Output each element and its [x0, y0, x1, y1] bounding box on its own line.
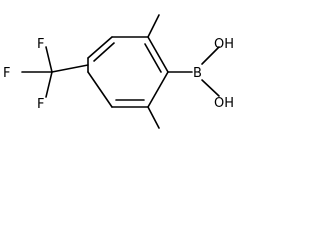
- fluorine-top-label: F: [37, 37, 44, 52]
- hydroxyl-top-label: OH: [214, 37, 234, 52]
- boron-bottom-oh-bond: [201, 79, 220, 97]
- cf3-top-f-bond: [45, 46, 53, 73]
- cf3-bottom-f-bond: [45, 71, 53, 98]
- ring-to-cf3-bond: [51, 64, 89, 73]
- boron-label: B: [193, 66, 202, 81]
- methyl-bottom-bond: [147, 106, 160, 129]
- ring-double-bond-top-left: [93, 42, 115, 62]
- ring-bond-top-left: [87, 36, 113, 59]
- boron-top-oh-bond: [201, 46, 220, 65]
- methyl-top-bond: [147, 14, 160, 38]
- hydroxyl-bottom-label: OH: [214, 96, 234, 111]
- ring-bond-bottom-right: [147, 71, 169, 108]
- fluorine-bottom-label: F: [37, 97, 44, 112]
- molecule-structure: F F F B OH OH: [3, 14, 234, 129]
- ring-bond-bottom-left: [87, 71, 113, 108]
- benzene-ring: [87, 36, 169, 108]
- ring-bond-top-right: [147, 36, 169, 73]
- fluorine-left-label: F: [3, 66, 10, 81]
- ring-double-bond-right: [144, 43, 162, 73]
